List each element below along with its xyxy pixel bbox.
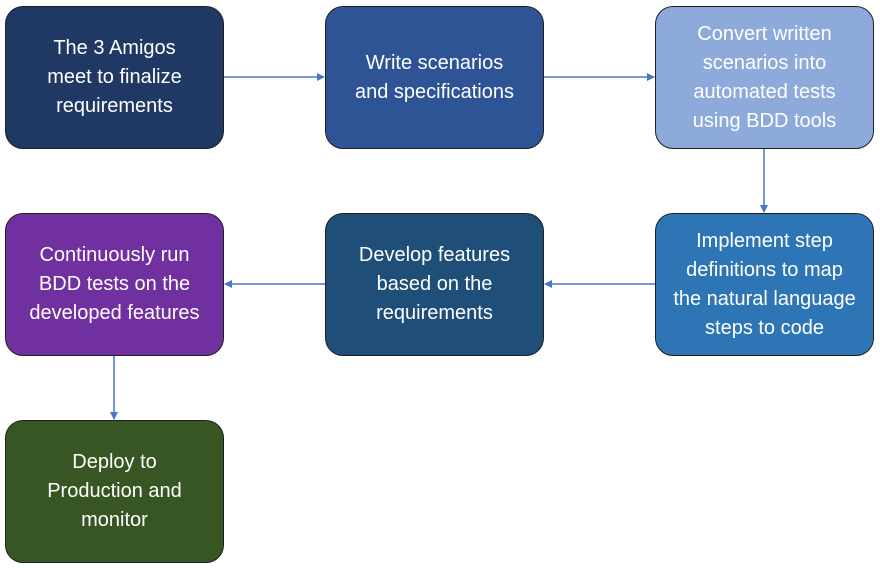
- step-label-1: The 3 Amigos meet to finalize requiremen…: [47, 37, 182, 117]
- step-node-5: Develop features based on the requiremen…: [325, 213, 544, 356]
- step-node-4: Implement step definitions to map the na…: [655, 213, 874, 356]
- step-label-6: Continuously run BDD tests on the develo…: [29, 244, 200, 324]
- step-node-2: Write scenarios and specifications: [325, 6, 544, 149]
- step-label-2: Write scenarios and specifications: [355, 51, 514, 103]
- step-label-5: Develop features based on the requiremen…: [358, 244, 511, 324]
- step-node-7: Deploy to Production and monitor: [5, 420, 224, 563]
- step-node-1: The 3 Amigos meet to finalize requiremen…: [5, 6, 224, 149]
- step-label-4: Implement step definitions to map the na…: [673, 229, 856, 339]
- step-label-3: Convert written scenarios into automated…: [692, 22, 837, 132]
- step-node-3: Convert written scenarios into automated…: [655, 6, 874, 149]
- step-label-7: Deploy to Production and monitor: [47, 451, 182, 531]
- step-node-6: Continuously run BDD tests on the develo…: [5, 213, 224, 356]
